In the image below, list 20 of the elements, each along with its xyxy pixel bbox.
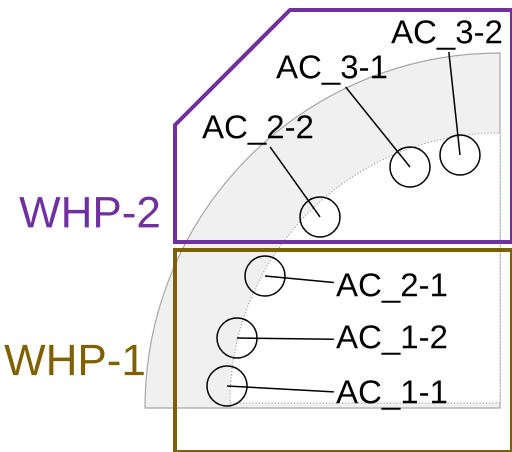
callout-label: AC_1-2 xyxy=(336,325,446,355)
zone-label: WHP-1 xyxy=(4,344,144,376)
circle-marker xyxy=(206,365,248,407)
circle-marker xyxy=(389,146,431,188)
callout-label: AC_2-2 xyxy=(202,115,312,145)
circle-marker xyxy=(439,134,481,176)
callout-label: AC_3-1 xyxy=(276,55,386,85)
callout-label: AC_2-1 xyxy=(336,273,446,303)
leader-line xyxy=(345,86,411,168)
leader-line xyxy=(270,146,321,218)
zone-label: WHP-2 xyxy=(19,196,159,228)
callout-label: AC_1-1 xyxy=(336,380,446,410)
leader-line xyxy=(236,337,334,340)
leader-line xyxy=(264,275,334,284)
circle-marker xyxy=(216,317,258,359)
callout-label: AC_3-2 xyxy=(391,20,502,50)
leader-line xyxy=(448,52,461,156)
circle-marker xyxy=(244,255,286,297)
leader-line xyxy=(226,385,334,393)
circle-marker xyxy=(299,196,341,238)
